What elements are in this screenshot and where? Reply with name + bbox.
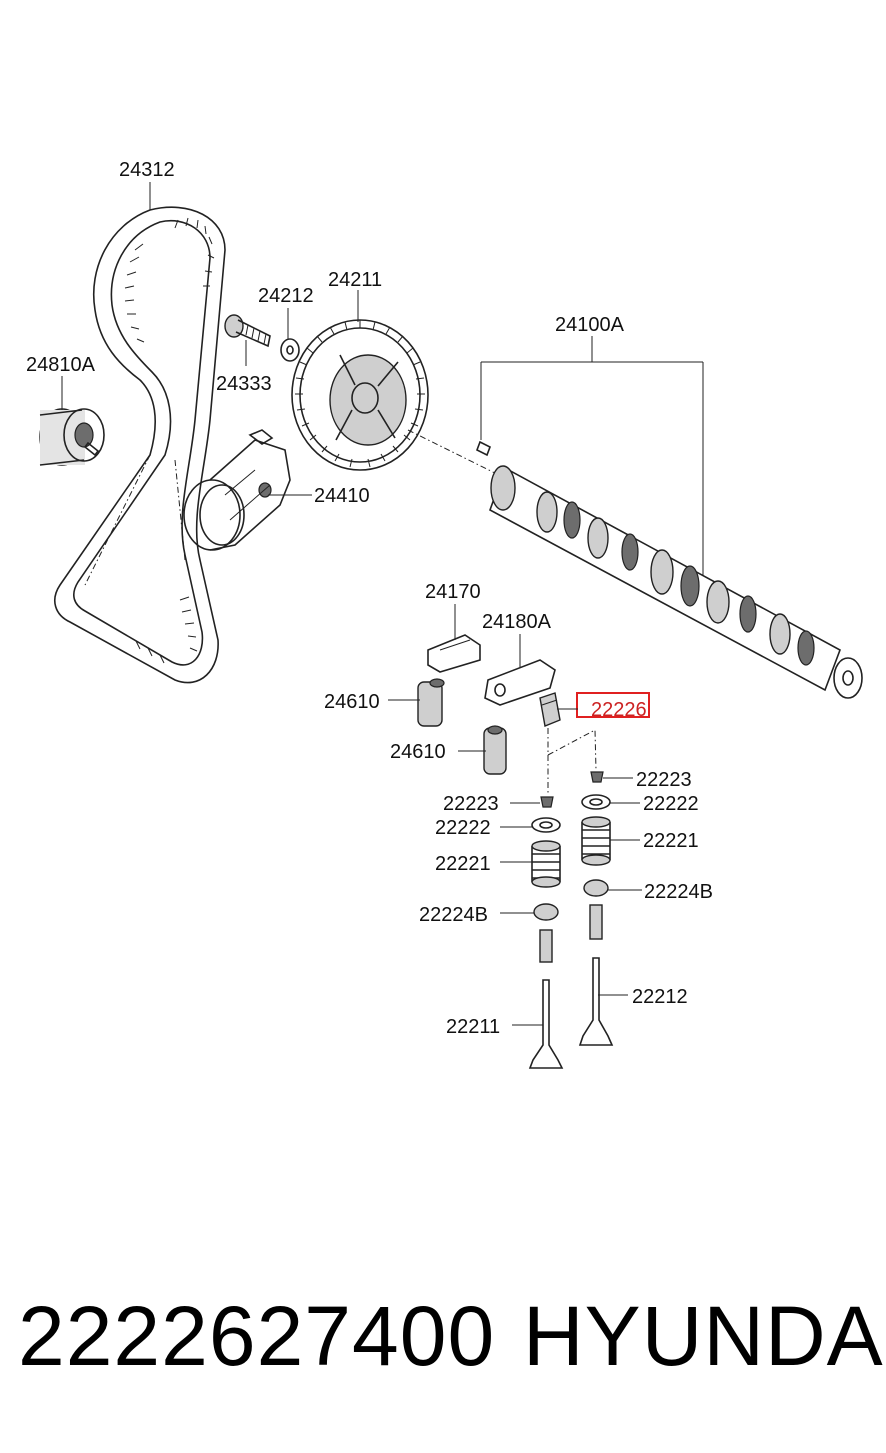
highlight-box xyxy=(576,692,650,718)
label-tensioner: 24410 xyxy=(314,485,370,507)
label-retainer-key-b: 22223 xyxy=(636,769,692,791)
label-rocker-arm-b: 24180A xyxy=(482,611,552,633)
footer: 2222627400 HYUNDAI xyxy=(18,1288,886,1408)
label-seal-b: 22224B xyxy=(644,881,713,903)
label-highlighted-part: 22226 xyxy=(591,699,647,721)
label-camshaft: 24100A xyxy=(555,314,625,336)
lifter-right xyxy=(483,725,507,775)
tensioner xyxy=(183,429,291,551)
idler-pulley xyxy=(39,408,105,466)
camshaft xyxy=(407,429,863,699)
label-washer: 24333 xyxy=(216,373,272,395)
label-intake-valve: 22211 xyxy=(446,1016,500,1038)
label-sprocket: 24211 xyxy=(328,269,382,291)
label-belt: 24312 xyxy=(119,159,175,181)
label-spring-a: 22221 xyxy=(435,853,491,875)
label-retainer-a: 22222 xyxy=(435,817,491,839)
lifter-left xyxy=(417,678,445,727)
label-rocker-arm-a: 24170 xyxy=(425,581,481,603)
label-retainer-key-a: 22223 xyxy=(443,793,499,815)
label-lifter-a: 24610 xyxy=(324,691,380,713)
label-lifter-b: 24610 xyxy=(390,741,446,763)
part-number: 2222627400 xyxy=(18,1289,496,1383)
label-spring-b: 22221 xyxy=(643,830,699,852)
bolt-and-washer xyxy=(224,314,300,362)
rocker-arm-24170 xyxy=(427,634,481,673)
highlighted-part-22226 xyxy=(539,692,650,727)
parts-diagram: 24312 24810A 24212 24333 24211 24100A 24… xyxy=(26,159,863,1069)
timing-belt xyxy=(54,206,226,684)
label-bolt: 24212 xyxy=(258,285,314,307)
label-seal-a: 22224B xyxy=(419,904,488,926)
leader-lines xyxy=(61,182,704,1026)
valve-stack-left xyxy=(528,796,564,1069)
label-idler: 24810A xyxy=(26,354,96,376)
rocker-arm-24180A xyxy=(484,659,556,706)
valve-stack-right xyxy=(578,771,614,1046)
label-retainer-b: 22222 xyxy=(643,793,699,815)
brand-name: HYUNDAI xyxy=(523,1289,886,1383)
cam-sprocket xyxy=(291,319,429,471)
label-exhaust-valve: 22212 xyxy=(632,986,688,1008)
